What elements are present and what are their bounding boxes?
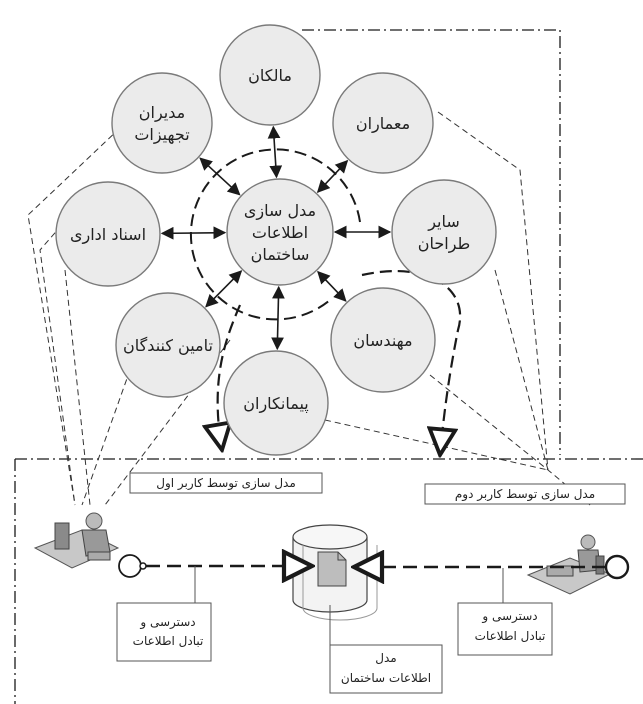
- bottom-section: مدل سازی توسط کاربر اول مدل سازی توسط کا…: [33, 472, 630, 694]
- node-other-designers: [391, 179, 497, 285]
- node-engineers-label-line1: مهندسان: [353, 331, 412, 351]
- exchange-left-line2: تبادل اطلاعات: [133, 634, 204, 648]
- dashed-flow-right: [361, 270, 462, 455]
- node-facility-managers: [111, 72, 213, 174]
- exchange-box-left: [116, 602, 212, 662]
- node-suppliers: [115, 292, 221, 398]
- user2-label-box: [424, 483, 626, 505]
- model-label-box: [329, 644, 443, 694]
- node-architects: [332, 72, 434, 174]
- node-other-designers-label-line1: سایر: [427, 212, 460, 232]
- node-facility-managers-label-line2: تجهیزات: [134, 125, 189, 145]
- node-engineers: [330, 287, 436, 393]
- user2-label: مدل سازی توسط کاربر دوم: [455, 487, 595, 502]
- exchange-right-line1: دسترسی و: [481, 609, 537, 624]
- arrow-engineers: [317, 270, 347, 302]
- node-administrative-docs-label-line1: اسناد اداری: [70, 225, 146, 245]
- arrow-contractors: [271, 285, 285, 351]
- center-dashed-arc: [189, 148, 361, 321]
- bim-center-node: [226, 178, 334, 286]
- node-facility-managers-label-line1: مدیران: [139, 103, 185, 123]
- dashed-flow-left: [218, 304, 242, 450]
- connector-arrows: [160, 125, 392, 351]
- node-architects-label-line1: معماران: [356, 114, 410, 134]
- node-contractors-label-line1: پیمانکاران: [243, 394, 309, 414]
- exchange-right-line2: تبادل اطلاعات: [475, 629, 546, 643]
- user2-port: [604, 554, 630, 580]
- user1-port: [118, 554, 142, 578]
- arrow-facility-managers: [199, 157, 241, 196]
- exchange-left-line1: دسترسی و: [139, 615, 195, 630]
- user1-label: مدل سازی توسط کاربر اول: [156, 476, 296, 491]
- arrow-architects: [316, 159, 349, 193]
- node-circles: مدل سازی اطلاعات ساختمان مالکان معماران سایرط…: [55, 24, 497, 456]
- arrow-suppliers: [205, 270, 243, 308]
- node-administrative-docs: [55, 181, 161, 287]
- arrow-administrative-docs: [160, 226, 227, 240]
- node-contractors: [223, 350, 329, 456]
- bim-center-label-line2: اطلاعات: [252, 223, 308, 242]
- model-label-line1: مدل: [375, 651, 396, 665]
- user1-workstation-icon: [33, 512, 120, 569]
- outer-frame-top: [302, 29, 561, 455]
- thin-dashed-connectors: [27, 111, 591, 506]
- node-suppliers-label-line1: تامین کنندگان: [123, 336, 213, 356]
- user1-label-box: [129, 472, 323, 494]
- exchange-box-right: [457, 602, 553, 656]
- database-icon: [292, 524, 378, 621]
- node-owners-label-line1: مالکان: [248, 66, 292, 85]
- arrow-owners: [267, 125, 283, 179]
- bim-center-label-line1: مدل سازی: [244, 201, 316, 221]
- node-other-designers-label-line2: طراحان: [418, 234, 471, 254]
- user2-workstation-icon: [526, 534, 612, 595]
- model-label-line2: اطلاعات ساختمان: [341, 671, 431, 685]
- bim-center-label-line3: ساختمان: [251, 245, 310, 264]
- node-owners: [219, 24, 321, 126]
